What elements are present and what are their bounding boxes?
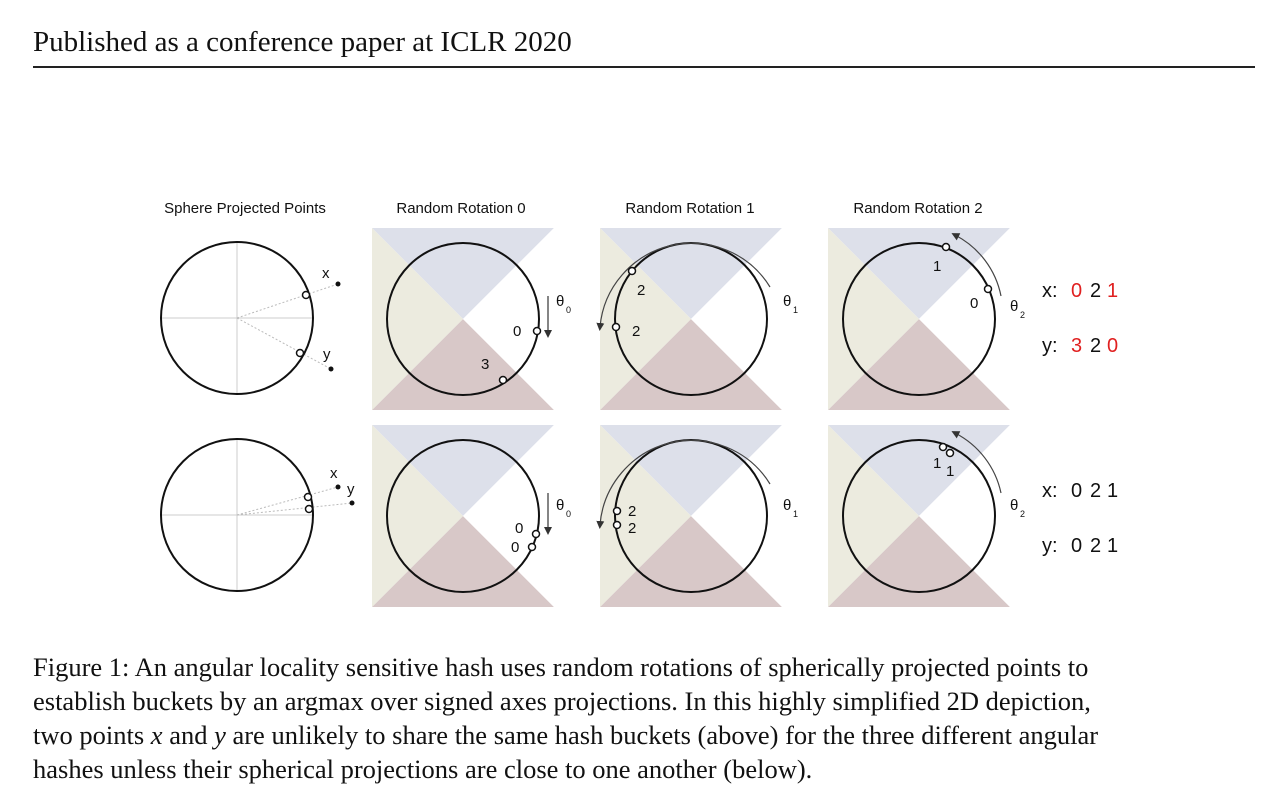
bucket-label: 1 [933,258,941,275]
sphere-panel-top: x y [160,241,341,395]
hash-row-y-bottom: y: 0 2 1 [1042,535,1118,557]
label-y: y [323,346,331,363]
rotation-0-panel-bottom: 0 0 θ 0 [372,425,571,607]
angle-subscript: 1 [793,305,798,315]
header-rule [33,66,1255,68]
label-x: x [322,265,330,282]
figure-1: Sphere Projected Points Random Rotation … [0,190,1280,620]
bucket-label: 2 [628,503,636,520]
point-x [335,484,341,490]
caption-line-1: Figure 1: An angular locality sensitive … [33,652,1089,682]
rotation-1-panel-bottom: 2 2 θ 1 [596,425,798,607]
var-y: y [214,720,226,750]
hash-values-bottom: x: 0 2 1 y: 0 2 1 [1042,480,1118,557]
column-title-sphere: Sphere Projected Points [164,200,326,217]
angle-subscript: 1 [793,509,798,519]
bucket-label: 0 [513,323,521,340]
angle-subscript: 0 [566,509,571,519]
label-y: y [347,481,355,498]
angle-subscript: 2 [1020,509,1025,519]
bucket-label: 0 [515,520,523,537]
figure-caption: Figure 1: An angular locality sensitive … [33,650,1258,786]
angle-label: θ [556,293,564,310]
label-x: x [330,465,338,482]
angle-subscript: 0 [566,305,571,315]
rotation-1-panel-top: 2 2 θ 1 [596,228,798,410]
sphere-panel-bottom: x y [160,438,355,592]
hash-row-x-top: x: 0 2 1 [1042,280,1118,302]
rotation-2-panel-bottom: 1 1 θ 2 [828,425,1025,607]
hash-values-top: x: 0 2 1 y: 3 2 0 [1042,280,1118,357]
bucket-label: 0 [511,539,519,556]
point-y [349,500,355,506]
projected-point-x [301,290,311,300]
column-title-rotation-0: Random Rotation 0 [396,200,525,217]
projected-point-y [295,348,305,358]
angle-subscript: 2 [1020,310,1025,320]
caption-line-2: establish buckets by an argmax over sign… [33,686,1091,716]
angle-label: θ [783,293,791,310]
hash-row-x-bottom: x: 0 2 1 [1042,480,1118,502]
bucket-label: 2 [637,282,645,299]
column-title-rotation-1: Random Rotation 1 [625,200,754,217]
caption-line-3: two points x and y are unlikely to share… [33,720,1099,750]
angle-label: θ [783,497,791,514]
bucket-label: 0 [970,295,978,312]
rotation-2-panel-top: 1 0 θ 2 [828,228,1025,410]
page-header: Published as a conference paper at ICLR … [33,26,572,58]
hash-row-y-top: y: 3 2 0 [1042,335,1118,357]
bucket-label: 2 [628,520,636,537]
point-y [328,366,334,372]
var-x: x [150,720,163,750]
angle-label: θ [1010,298,1018,315]
angle-label: θ [1010,497,1018,514]
bucket-label: 1 [933,455,941,472]
point-x [335,281,341,287]
bucket-label: 3 [481,356,489,373]
bucket-label: 2 [632,323,640,340]
angle-label: θ [556,497,564,514]
column-title-rotation-2: Random Rotation 2 [853,200,982,217]
caption-line-4: hashes unless their spherical projection… [33,754,813,784]
rotation-0-panel-top: 0 3 θ 0 [372,228,571,410]
figure-svg: Sphere Projected Points Random Rotation … [160,200,1118,607]
bucket-label: 1 [946,463,954,480]
